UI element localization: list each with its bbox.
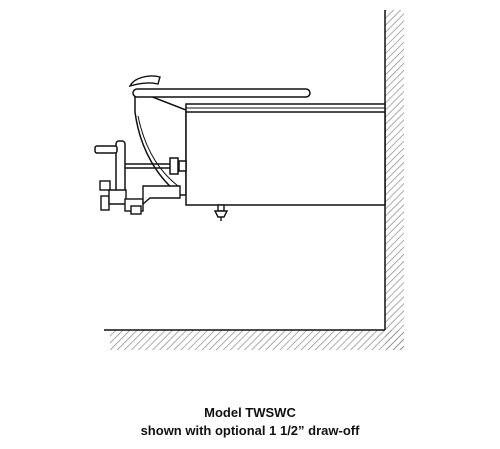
kettle-rim xyxy=(132,88,311,98)
caption-model: Model TWSWC xyxy=(204,405,296,420)
lid-knob xyxy=(128,75,161,88)
kettle-bowl xyxy=(134,95,187,196)
tilt-handwheel xyxy=(94,140,187,194)
drain-valve xyxy=(213,204,229,221)
draw-off-valve xyxy=(99,180,181,215)
caption-note: shown with optional 1 1/2” draw-off xyxy=(140,423,360,438)
wall xyxy=(384,10,404,350)
floor xyxy=(104,329,404,350)
cabinet-housing xyxy=(185,103,386,206)
figure-caption: Model TWSWC shown with optional 1 1/2” d… xyxy=(0,404,500,440)
